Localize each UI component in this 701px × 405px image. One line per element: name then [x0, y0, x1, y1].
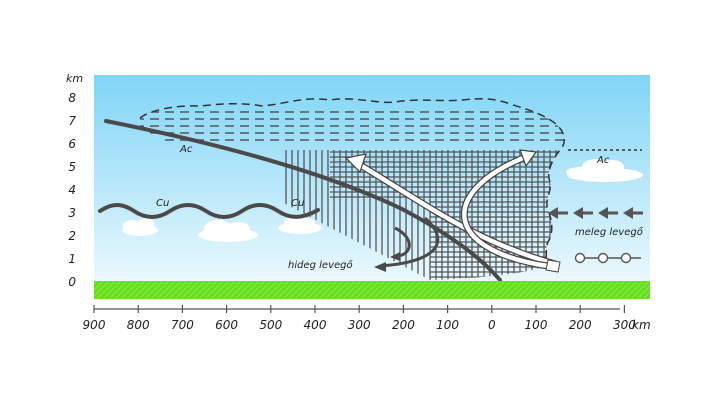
y-tick-label: 5	[68, 160, 76, 174]
y-tick-label: 0	[68, 275, 76, 289]
y-tick-label: 8	[68, 91, 76, 105]
cold-air-arrowhead-large	[374, 262, 386, 272]
label-cu-left: Cu	[156, 198, 169, 209]
y-tick-label: 2	[68, 229, 76, 243]
x-tick-label: 300	[348, 318, 371, 332]
y-axis-unit: km	[66, 72, 83, 85]
x-tick-label: 800	[127, 318, 150, 332]
x-tick-label: 700	[171, 318, 194, 332]
label-cold-air: hideg levegő	[288, 259, 353, 271]
x-tick-label: 400	[304, 318, 327, 332]
label-warm-air: meleg levegő	[575, 226, 644, 238]
front-surface-line	[104, 119, 502, 282]
label-ac-right: Ac	[596, 155, 610, 166]
cumulus-layer-line	[98, 203, 320, 219]
x-tick-label: 200	[569, 318, 592, 332]
x-tick-label: 0	[488, 318, 496, 332]
sky-background	[94, 75, 650, 281]
cold-air-arrow-large	[379, 216, 440, 268]
x-tick-label: 300	[613, 318, 636, 332]
cold-air-arrow-small	[394, 226, 411, 258]
y-axis-ticks: 8 7 6 5 4 3 2 1 0	[68, 91, 76, 289]
ground-strip	[94, 281, 650, 299]
x-tick-label: 500	[259, 318, 282, 332]
warm-front-symbol	[574, 252, 641, 264]
label-cu-right: Cu	[291, 198, 304, 209]
x-tick-label: 900	[83, 318, 106, 332]
x-axis-tick-marks	[93, 305, 626, 313]
y-tick-label: 1	[68, 252, 76, 266]
x-tick-label: 200	[392, 318, 415, 332]
warm-air-flow-arrows	[344, 149, 561, 273]
warm-air-direction-arrows	[548, 207, 643, 219]
x-axis-unit: km	[632, 318, 651, 332]
cold-air-arrowhead-small	[390, 252, 400, 261]
y-tick-label: 3	[68, 206, 76, 220]
cloud-outline	[139, 98, 565, 269]
y-tick-label: 7	[68, 114, 76, 128]
x-tick-label: 100	[525, 318, 548, 332]
y-axis: km	[66, 72, 83, 85]
cumulus-clouds	[122, 159, 643, 242]
x-tick-label: 100	[436, 318, 459, 332]
label-ac-left: Ac	[179, 144, 193, 155]
y-tick-label: 4	[68, 183, 76, 197]
x-tick-label: 600	[215, 318, 238, 332]
x-axis-ticks: 900 800 700 600 500 400 300 200 100 0 100 200 300	[83, 318, 637, 332]
y-tick-label: 6	[68, 137, 76, 151]
